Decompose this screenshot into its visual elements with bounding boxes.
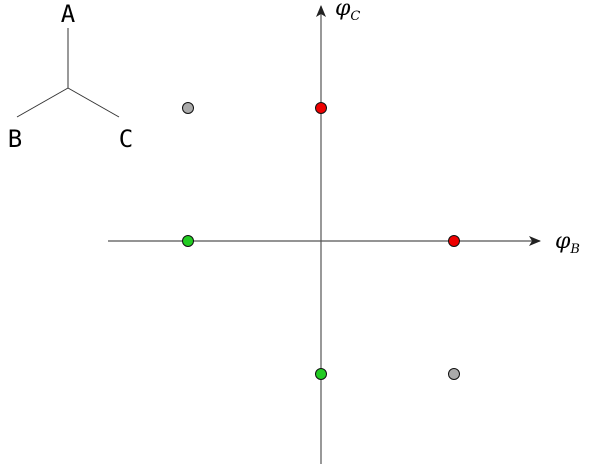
axes: φB φC: [108, 0, 580, 464]
point-green-left: [182, 235, 194, 247]
x-axis-label-base: φ: [555, 229, 571, 254]
y-axis-label: φC: [335, 0, 360, 24]
junction-branch-b: [16, 87, 69, 118]
junction-schematic: A B C: [8, 0, 133, 153]
point-gray-upper-left: [182, 102, 194, 114]
point-gray-lower-right: [448, 368, 460, 380]
x-axis-label-subscript: B: [569, 242, 580, 257]
x-axis-label: φB: [555, 229, 580, 257]
junction-label-a: A: [61, 0, 76, 28]
point-green-bottom: [315, 368, 327, 380]
junction-branch-c: [67, 87, 120, 118]
junction-label-b: B: [8, 125, 22, 153]
junction-label-c: C: [119, 125, 133, 153]
y-axis-label-base: φ: [335, 0, 351, 21]
point-red-right: [448, 235, 460, 247]
y-axis-label-subscript: C: [350, 9, 360, 24]
points-layer: [182, 102, 460, 380]
point-red-top: [315, 102, 327, 114]
